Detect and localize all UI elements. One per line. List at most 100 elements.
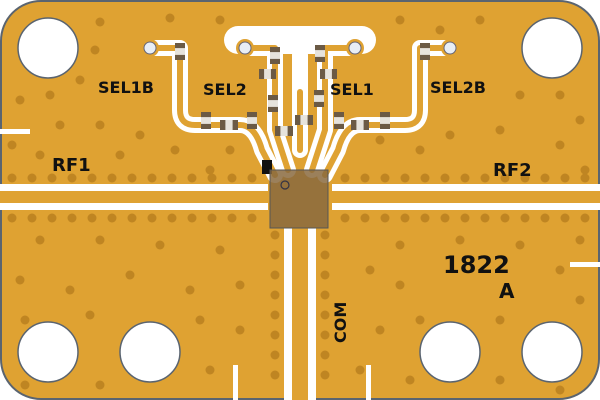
label-sel1b: SEL1B <box>98 78 154 97</box>
via <box>107 213 117 223</box>
via <box>75 75 85 85</box>
via <box>440 213 450 223</box>
pad-sel2b[interactable] <box>441 39 459 57</box>
via <box>400 173 410 183</box>
smd-component <box>270 47 280 64</box>
via <box>270 270 280 280</box>
via <box>205 165 215 175</box>
via <box>147 213 157 223</box>
test-pads <box>141 39 459 57</box>
via <box>235 280 245 290</box>
via <box>147 173 157 183</box>
via <box>7 213 17 223</box>
via <box>135 130 145 140</box>
via <box>480 213 490 223</box>
via <box>20 380 30 390</box>
via <box>405 375 415 385</box>
via <box>207 213 217 223</box>
via <box>215 245 225 255</box>
pad-sel1b[interactable] <box>141 39 159 57</box>
smd-component <box>314 90 324 107</box>
via <box>195 315 205 325</box>
smd-component <box>220 120 238 130</box>
label-com: COM <box>331 302 350 343</box>
via <box>415 315 425 325</box>
via <box>495 375 505 385</box>
via <box>555 140 565 150</box>
via <box>270 370 280 380</box>
via <box>365 265 375 275</box>
via <box>495 125 505 135</box>
label-revision: A <box>499 279 515 303</box>
via <box>460 213 470 223</box>
via <box>445 130 455 140</box>
via <box>360 213 370 223</box>
via <box>560 173 570 183</box>
mounting-holes <box>17 17 583 383</box>
via <box>540 173 550 183</box>
via <box>500 173 510 183</box>
via <box>7 173 17 183</box>
via <box>440 173 450 183</box>
via <box>107 173 117 183</box>
via <box>575 235 585 245</box>
via <box>225 145 235 155</box>
via <box>27 213 37 223</box>
via <box>95 380 105 390</box>
label-sel2: SEL2 <box>203 80 247 99</box>
smd-component <box>268 95 278 112</box>
via <box>227 213 237 223</box>
via <box>395 240 405 250</box>
smd-component <box>259 69 276 79</box>
mounting-hole <box>17 17 79 79</box>
via <box>185 285 195 295</box>
via <box>495 315 505 325</box>
via <box>520 213 530 223</box>
via <box>90 45 100 55</box>
via-group <box>7 13 590 395</box>
via <box>35 150 45 160</box>
via <box>360 173 370 183</box>
via <box>580 173 590 183</box>
label-sel2b: SEL2B <box>430 78 486 97</box>
via <box>320 330 330 340</box>
via <box>127 173 137 183</box>
via <box>115 150 125 160</box>
via <box>47 173 57 183</box>
smd-component <box>201 112 211 129</box>
via <box>95 17 105 27</box>
via <box>67 213 77 223</box>
smd-component <box>295 115 313 125</box>
pad-sel2[interactable] <box>236 39 254 57</box>
via <box>187 213 197 223</box>
via <box>320 350 330 360</box>
via <box>167 173 177 183</box>
via <box>435 25 445 35</box>
smd-component <box>380 112 390 129</box>
via <box>420 213 430 223</box>
via <box>415 145 425 155</box>
smd-component <box>315 45 325 62</box>
label-part-number: 1822 <box>443 251 510 279</box>
via <box>270 230 280 240</box>
com-transmission-line <box>233 226 371 400</box>
via <box>540 213 550 223</box>
via <box>85 310 95 320</box>
via <box>320 270 330 280</box>
via <box>35 235 45 245</box>
via <box>270 350 280 360</box>
smd-component <box>275 126 293 136</box>
via <box>20 315 30 325</box>
via <box>375 325 385 335</box>
via <box>165 13 175 23</box>
pad-sel1[interactable] <box>346 39 364 57</box>
via <box>555 385 565 395</box>
via <box>235 325 245 335</box>
smd-component <box>334 112 344 129</box>
via <box>395 280 405 290</box>
via <box>95 235 105 245</box>
via <box>167 213 177 223</box>
via <box>125 270 135 280</box>
mounting-hole <box>17 321 79 383</box>
via <box>555 90 565 100</box>
